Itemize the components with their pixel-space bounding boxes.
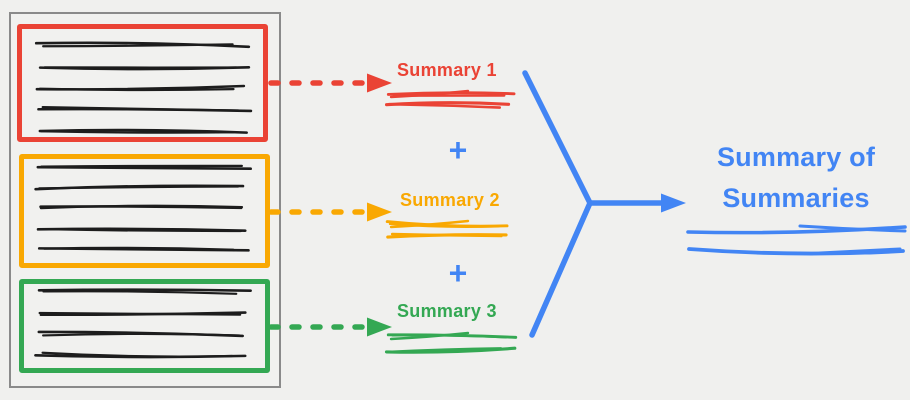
summary-1-label: Summary 1 — [397, 60, 497, 80]
summary-2-underline-scribble — [385, 219, 509, 239]
summary-2-label: Summary 2 — [400, 190, 500, 210]
summary-1-dashed-arrow — [268, 73, 392, 93]
summary-3-underline-scribble — [384, 331, 518, 354]
result-underline-scribble — [686, 224, 907, 256]
document-chunk-2 — [19, 154, 270, 268]
summary-3-dashed-arrow — [268, 317, 392, 337]
summary-2-dashed-arrow — [268, 202, 392, 222]
result-title: Summary of Summaries — [716, 142, 876, 213]
document-chunk-3 — [19, 279, 270, 373]
summary-1-underline-scribble — [384, 89, 516, 109]
plus-sign-2: + — [448, 255, 468, 291]
document-page — [9, 12, 281, 388]
document-chunk-1 — [17, 24, 268, 142]
plus-sign-1: + — [448, 132, 468, 168]
summary-3-label: Summary 3 — [397, 301, 497, 321]
merge-arrow — [522, 70, 686, 338]
